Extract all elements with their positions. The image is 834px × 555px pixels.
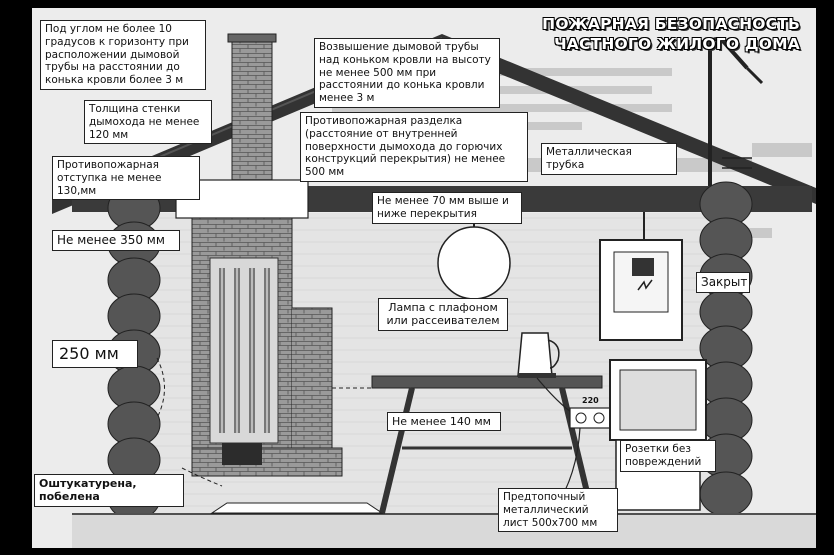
label-metal-tube: Металлическая трубка	[541, 143, 677, 175]
label-plastered: Оштукатурена, побелена	[34, 474, 184, 507]
power-sockets	[569, 407, 611, 429]
label-sockets: Розетки без повреждений	[620, 440, 716, 472]
label-metal-sheet: Предтопочный металлический лист 500х700 …	[498, 488, 618, 533]
label-250-mm: 250 мм	[52, 340, 138, 368]
label-chimney-height: Возвышение дымовой трубы над коньком кро…	[314, 38, 500, 108]
chimney-top	[231, 37, 273, 189]
poster-title-line2: ЧАСТНОГО ЖИЛОГО ДОМА	[554, 35, 800, 54]
label-angle-rule: Под углом не более 10 градусов к горизон…	[40, 20, 206, 90]
label-lamp: Лампа с плафоном или рассеивателем	[378, 298, 508, 331]
electric-kettle	[517, 332, 560, 378]
label-fire-cutting: Противопожарная разделка (расстояние от …	[300, 112, 528, 182]
fire-safety-poster: ПОЖАРНАЯ БЕЗОПАСНОСТЬ ЧАСТНОГО ЖИЛОГО ДО…	[32, 8, 816, 548]
floor	[72, 513, 816, 548]
poster-title: ПОЖАРНАЯ БЕЗОПАСНОСТЬ ЧАСТНОГО ЖИЛОГО ДО…	[520, 14, 800, 55]
label-wall-thickness: Толщина стенки дымохода не менее 120 мм	[84, 100, 212, 145]
stove	[191, 211, 343, 477]
label-above-below-ceiling: Не менее 70 мм выше и ниже перекрытия	[372, 192, 522, 224]
electrical-panel	[599, 239, 683, 341]
television	[609, 359, 707, 511]
pre-stove-metal-sheet	[210, 502, 384, 514]
poster-title-line1: ПОЖАРНАЯ БЕЗОПАСНОСТЬ	[542, 15, 800, 33]
label-min-350: Не менее 350 мм	[52, 230, 180, 251]
socket-voltage: 220	[582, 396, 599, 405]
label-closed: Закрыт	[696, 272, 750, 293]
metal-tube	[708, 37, 749, 186]
label-min-140: Не менее 140 мм	[387, 412, 501, 432]
label-fire-indent: Противопожарная отступка не менее 130,мм	[52, 156, 200, 201]
ceiling-lamp	[437, 226, 511, 300]
